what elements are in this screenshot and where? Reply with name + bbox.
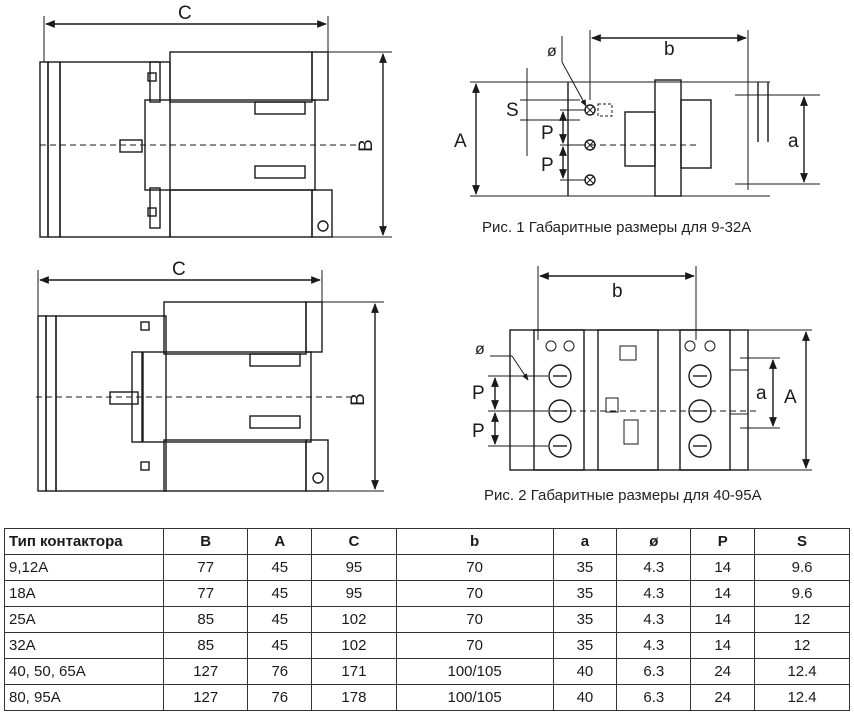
fig2-label-p1: P <box>472 383 485 404</box>
table-cell: 77 <box>162 580 249 607</box>
table-header-cell: A <box>247 528 313 555</box>
fig1-label-p2: P <box>541 155 554 176</box>
table-cell: 102 <box>311 606 397 633</box>
fig1-label-phi: ø <box>547 43 557 60</box>
fig1-side-view <box>39 16 392 238</box>
table-cell: 14 <box>690 632 756 659</box>
figure2-caption: Рис. 2 Габаритные размеры для 40-95А <box>484 487 762 504</box>
table-cell: 100/105 <box>395 684 554 711</box>
table-cell: 9,12А <box>4 554 164 581</box>
fig2-front-view <box>488 266 812 471</box>
table-cell: 12.4 <box>754 684 850 711</box>
table-cell: 35 <box>552 606 618 633</box>
table-cell: 45 <box>247 632 313 659</box>
fig1-label-p1: P <box>541 123 554 144</box>
table-cell: 95 <box>311 580 397 607</box>
table-cell: 127 <box>162 684 249 711</box>
table-cell: 70 <box>395 632 554 659</box>
table-cell: 14 <box>690 606 756 633</box>
fig2-label-a-lower: a <box>756 383 767 404</box>
table-cell: 35 <box>552 632 618 659</box>
table-cell: 76 <box>247 684 313 711</box>
table-cell: 85 <box>162 632 249 659</box>
table-cell: 80, 95А <box>4 684 164 711</box>
table-cell: 40 <box>552 684 618 711</box>
table-cell: 4.3 <box>616 554 692 581</box>
table-cell: 4.3 <box>616 606 692 633</box>
table-header-cell: B <box>162 528 249 555</box>
table-header-cell: Тип контактора <box>4 528 164 555</box>
table-cell: 95 <box>311 554 397 581</box>
table-cell: 100/105 <box>395 658 554 685</box>
table-header-cell: a <box>552 528 618 555</box>
table-header-cell: S <box>754 528 850 555</box>
figure1-caption: Рис. 1 Габаритные размеры для 9-32А <box>482 219 752 236</box>
fig1-label-s: S <box>506 100 519 121</box>
table-cell: 6.3 <box>616 658 692 685</box>
table-cell: 171 <box>311 658 397 685</box>
fig2-side-view <box>36 270 384 492</box>
fig1-label-a-upper: A <box>454 131 467 152</box>
table-header-row: Тип контактора B A C b a ø P S <box>4 528 850 555</box>
table-cell: 70 <box>395 606 554 633</box>
table-cell: 24 <box>690 684 756 711</box>
table-header-cell: ø <box>616 528 692 555</box>
table-cell: 9.6 <box>754 554 850 581</box>
fig2-label-c: C <box>172 259 186 280</box>
table-cell: 77 <box>162 554 249 581</box>
fig2-label-b-lower: b <box>612 281 623 302</box>
table-cell: 45 <box>247 580 313 607</box>
table-cell: 9.6 <box>754 580 850 607</box>
fig2-label-phi: ø <box>475 341 485 358</box>
table-cell: 85 <box>162 606 249 633</box>
fig1-label-c: C <box>178 3 192 24</box>
table-cell: 45 <box>247 554 313 581</box>
table-cell: 178 <box>311 684 397 711</box>
table-cell: 24 <box>690 658 756 685</box>
table-cell: 6.3 <box>616 684 692 711</box>
table-cell: 14 <box>690 554 756 581</box>
table-cell: 70 <box>395 554 554 581</box>
drawing-canvas <box>36 16 820 492</box>
fig1-front-view <box>470 30 820 197</box>
table-cell: 35 <box>552 554 618 581</box>
table-cell: 4.3 <box>616 580 692 607</box>
fig1-label-b-lower: b <box>664 39 675 60</box>
technical-drawings: C B A b a ø S P P C B b A a ø P P Рис. 1… <box>36 3 820 504</box>
table-cell: 45 <box>247 606 313 633</box>
table-cell: 32А <box>4 632 164 659</box>
table-cell: 12 <box>754 606 850 633</box>
table-cell: 18А <box>4 580 164 607</box>
fig1-label-a-lower: a <box>788 131 799 152</box>
table-cell: 25А <box>4 606 164 633</box>
table-cell: 40 <box>552 658 618 685</box>
table-cell: 70 <box>395 580 554 607</box>
table-header-cell: C <box>311 528 397 555</box>
fig2-label-p2: P <box>472 421 485 442</box>
table-cell: 35 <box>552 580 618 607</box>
table-cell: 76 <box>247 658 313 685</box>
fig2-label-b: B <box>347 393 369 406</box>
fig1-label-b: B <box>355 139 377 152</box>
table-cell: 127 <box>162 658 249 685</box>
fig2-label-a-upper: A <box>784 387 797 408</box>
table-cell: 12.4 <box>754 658 850 685</box>
table-cell: 102 <box>311 632 397 659</box>
table-cell: 12 <box>754 632 850 659</box>
table-cell: 14 <box>690 580 756 607</box>
table-header-cell: P <box>690 528 756 555</box>
table-cell: 40, 50, 65А <box>4 658 164 685</box>
table-cell: 4.3 <box>616 632 692 659</box>
table-header-cell: b <box>395 528 554 555</box>
